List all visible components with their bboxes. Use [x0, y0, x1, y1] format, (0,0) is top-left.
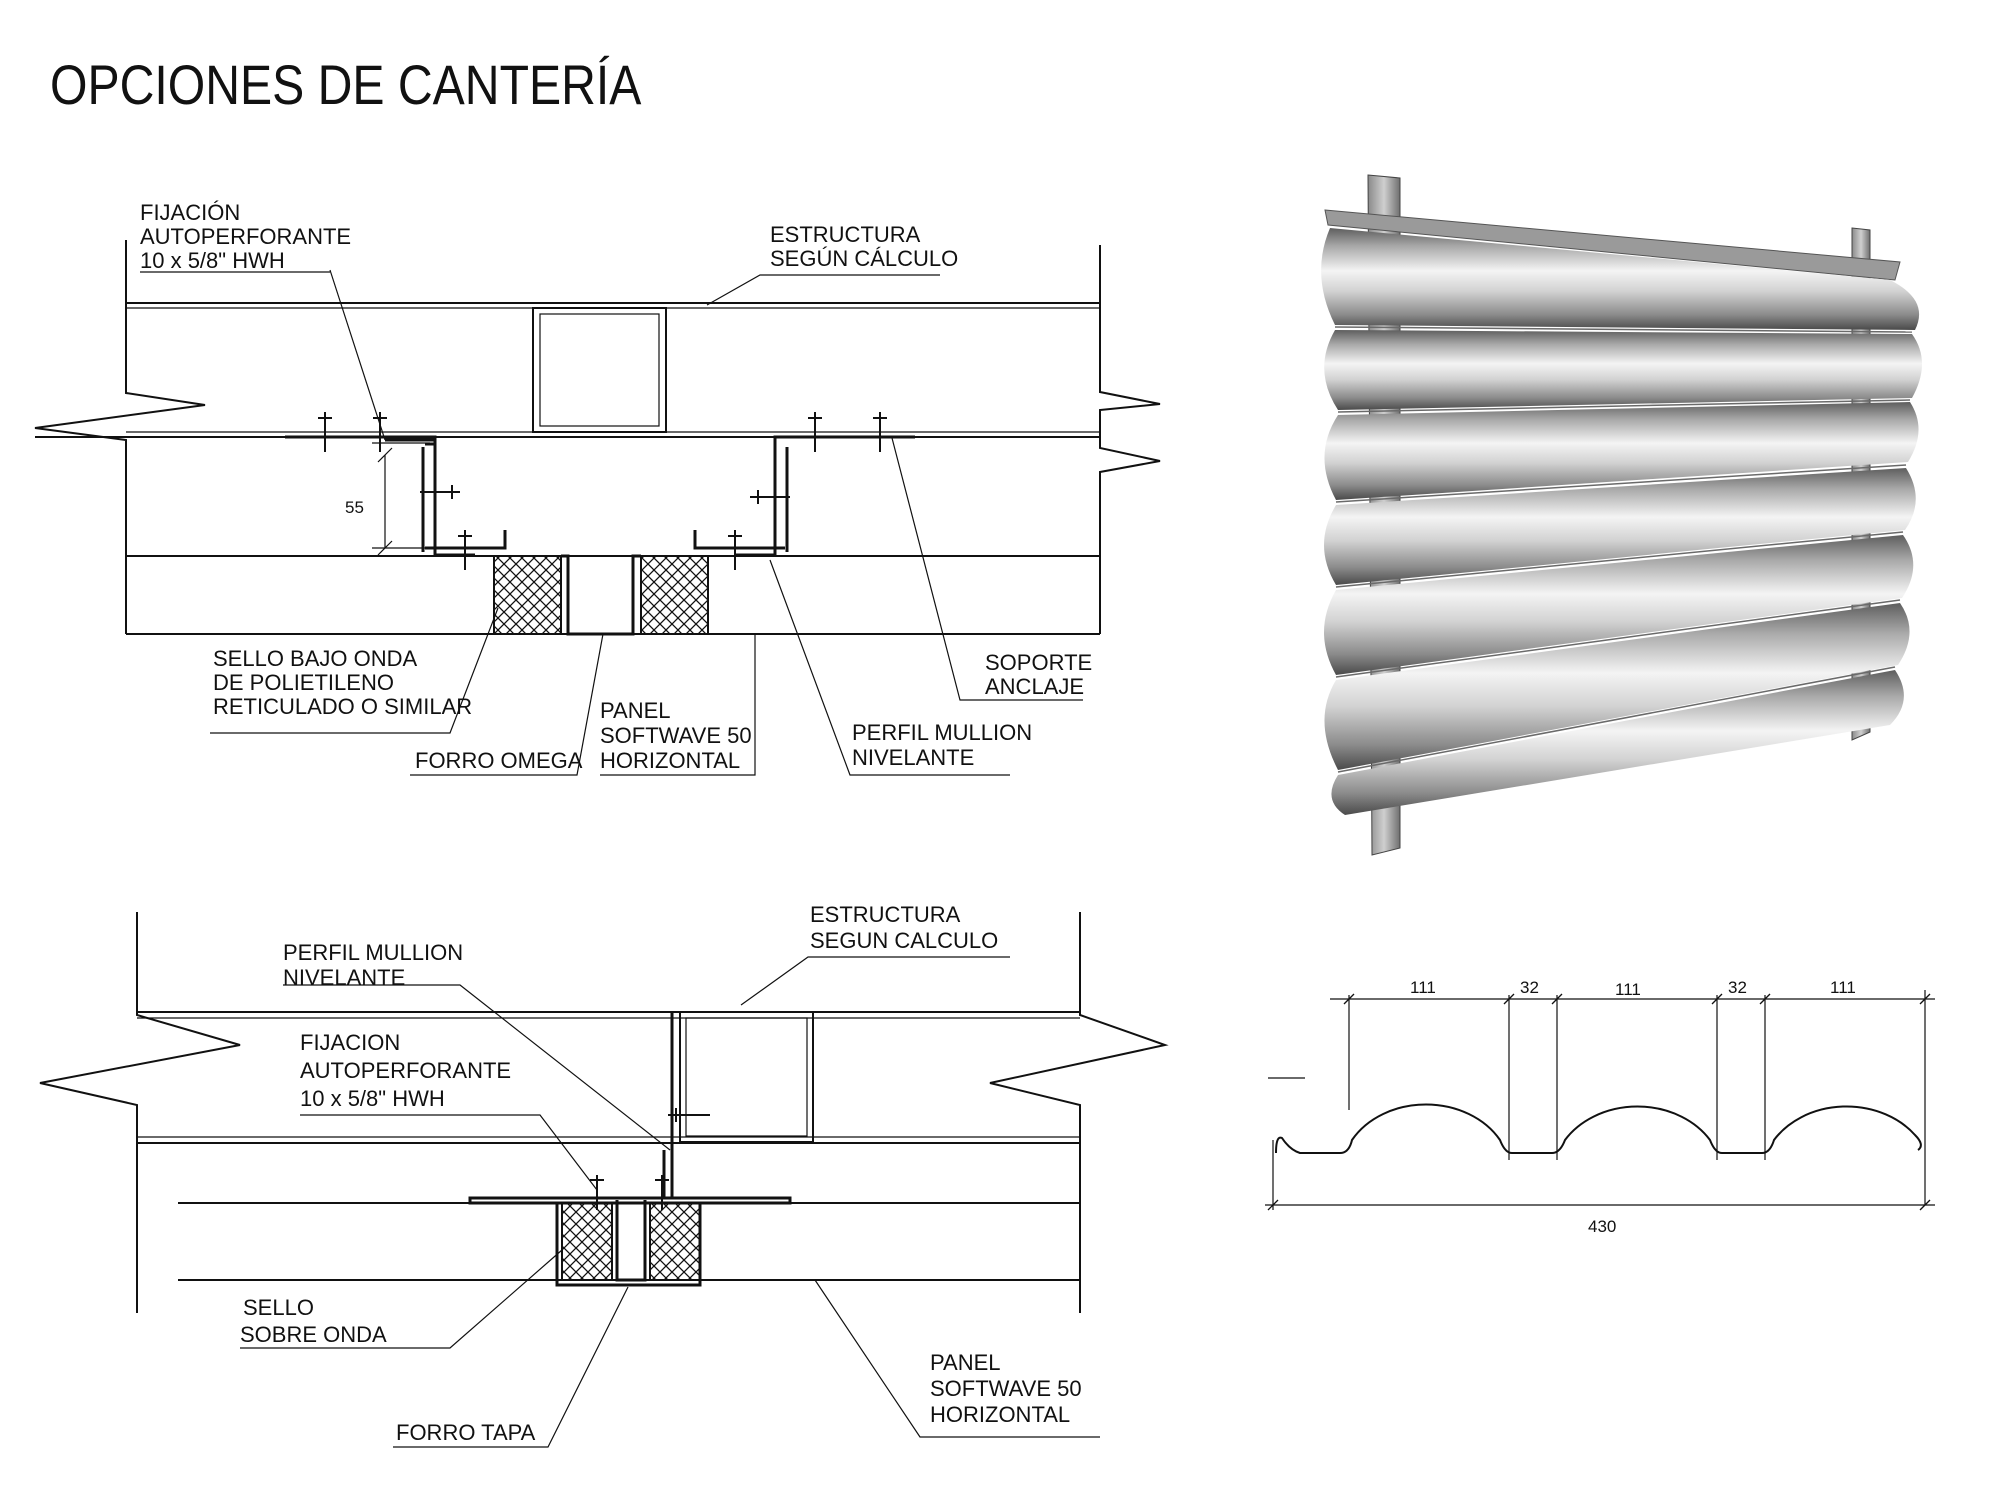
profile-dim-1: 111	[1410, 978, 1436, 997]
label-panel-3: HORIZONTAL	[600, 748, 740, 773]
label-perfil-b-1: PERFIL MULLION	[283, 940, 463, 965]
label-panel-b-2: SOFTWAVE 50	[930, 1376, 1082, 1401]
bottom-labels: ESTRUCTURA SEGUN CALCULO PERFIL MULLION …	[240, 902, 1082, 1445]
seal-right	[640, 555, 709, 635]
omega-liner	[561, 554, 641, 636]
wave-bands	[1321, 228, 1922, 815]
page-title: OPCIONES DE CANTERÍA	[50, 53, 642, 116]
label-perfil-1: PERFIL MULLION	[852, 720, 1032, 745]
label-sello-3: RETICULADO O SIMILAR	[213, 694, 472, 719]
profile-dim-4: 32	[1728, 978, 1747, 997]
bottom-section-detail	[39, 912, 1169, 1448]
profile-dim-5: 111	[1830, 978, 1856, 997]
label-panel-2: SOFTWAVE 50	[600, 723, 752, 748]
label-fijacion-3: 10 x 5/8" HWH	[140, 248, 285, 273]
profile-dim-3: 111	[1615, 980, 1641, 999]
label-soporte-1: SOPORTE	[985, 650, 1092, 675]
label-estructura-2: SEGÚN CÁLCULO	[770, 246, 958, 271]
top-labels: FIJACIÓN AUTOPERFORANTE 10 x 5/8" HWH ES…	[140, 200, 1092, 773]
label-perfil-b-2: NIVELANTE	[283, 965, 405, 990]
label-estructura-b-2: SEGUN CALCULO	[810, 928, 998, 953]
label-estructura-1: ESTRUCTURA	[770, 222, 921, 247]
seal-left	[493, 555, 562, 635]
screw-icon	[318, 412, 887, 570]
label-panel-b-3: HORIZONTAL	[930, 1402, 1070, 1427]
profile-total: 430	[1588, 1217, 1616, 1236]
label-fijacion-b-2: AUTOPERFORANTE	[300, 1058, 511, 1083]
seal-right	[649, 1202, 701, 1281]
label-panel-1: PANEL	[600, 698, 671, 723]
panel-profile: 111 32 111 32 111 430	[1265, 978, 1935, 1236]
cap-liner	[555, 1203, 702, 1287]
label-forro-tapa: FORRO TAPA	[396, 1420, 536, 1445]
label-panel-b-1: PANEL	[930, 1350, 1001, 1375]
label-sello-1: SELLO BAJO ONDA	[213, 646, 418, 671]
label-sello-b-1: SELLO	[243, 1295, 314, 1320]
label-forro-omega: FORRO OMEGA	[415, 748, 583, 773]
label-sello-b-2: SOBRE ONDA	[240, 1322, 387, 1347]
label-fijacion-b-3: 10 x 5/8" HWH	[300, 1086, 445, 1111]
screw-icon	[590, 1108, 710, 1210]
label-fijacion-1: FIJACIÓN	[140, 200, 240, 225]
label-fijacion-2: AUTOPERFORANTE	[140, 224, 351, 249]
dim-55: 55	[345, 498, 364, 517]
label-soporte-2: ANCLAJE	[985, 674, 1084, 699]
panel-3d-render	[1321, 174, 1922, 856]
seal-left	[561, 1202, 613, 1281]
label-perfil-2: NIVELANTE	[852, 745, 974, 770]
profile-dim-2: 32	[1520, 978, 1539, 997]
top-section-detail: 55	[34, 240, 1161, 776]
label-fijacion-b-1: FIJACION	[300, 1030, 400, 1055]
label-estructura-b-1: ESTRUCTURA	[810, 902, 961, 927]
profile-curve	[1275, 1103, 1922, 1154]
label-sello-2: DE POLIETILENO	[213, 670, 394, 695]
